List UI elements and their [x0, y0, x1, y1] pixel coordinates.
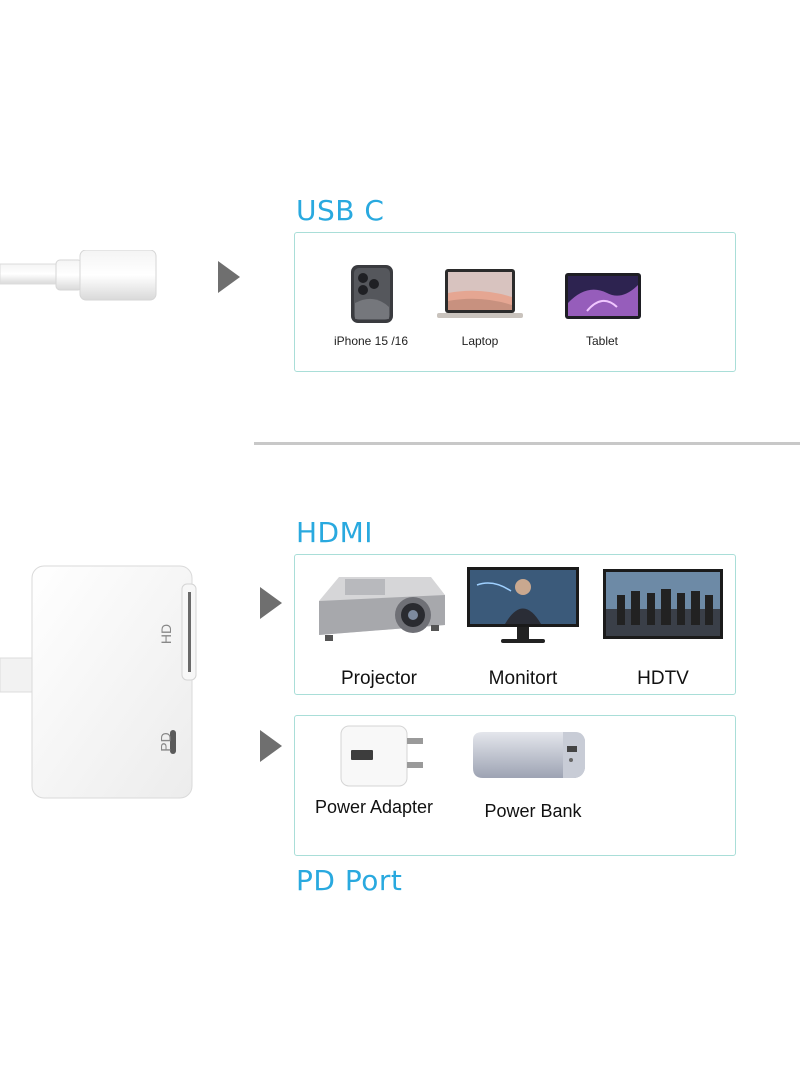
device-laptop-label: Laptop [461, 334, 499, 348]
projector-icon [319, 577, 445, 641]
device-power-adapter-label: Power Adapter [314, 797, 434, 817]
adapter-icon [0, 565, 197, 799]
device-projector: Projector [309, 565, 449, 690]
power-adapter-icon [340, 725, 423, 787]
hdmi-arrow-icon [260, 587, 282, 619]
device-laptop: Laptop [435, 263, 525, 353]
usbc-connector-icon [0, 249, 157, 301]
pd-arrow-icon [260, 730, 282, 762]
adapter-pd-label: PD [157, 732, 174, 752]
power-bank-icon [473, 732, 585, 778]
device-power-bank: Power Bank [463, 724, 603, 834]
device-iphone-label: iPhone 15 /16 [333, 334, 409, 348]
hdmi-device-box: Projector Monitort HDTV [294, 554, 736, 695]
device-tablet-label: Tablet [585, 334, 619, 348]
adapter-hd-label: HD [158, 623, 175, 645]
device-hdtv: HDTV [601, 565, 725, 690]
device-power-bank-label: Power Bank [484, 801, 582, 821]
device-monitor-label: Monitort [488, 668, 558, 689]
usbc-arrow-icon [218, 261, 240, 293]
usbc-cable [0, 249, 160, 310]
device-monitor: Monitort [463, 565, 583, 690]
adapter-device: HD PD [0, 562, 200, 802]
section-divider [254, 442, 800, 445]
pd-section-title: PD Port [296, 864, 403, 897]
device-projector-label: Projector [340, 668, 418, 689]
pd-device-box: Power Adapter Power Bank [294, 715, 736, 856]
device-iphone: iPhone 15 /16 [319, 263, 423, 353]
device-hdtv-label: HDTV [637, 668, 689, 689]
device-power-adapter: Power Adapter [303, 722, 445, 832]
usbc-device-box: iPhone 15 /16 Laptop Tablet [294, 232, 736, 372]
hdtv-icon [603, 569, 723, 639]
monitor-icon [467, 567, 579, 643]
laptop-icon [437, 269, 523, 318]
tablet-icon [565, 273, 641, 319]
iphone-icon [351, 265, 393, 323]
hdmi-section-title: HDMI [296, 516, 374, 549]
device-tablet: Tablet [557, 263, 647, 353]
usbc-section-title: USB C [296, 194, 385, 227]
